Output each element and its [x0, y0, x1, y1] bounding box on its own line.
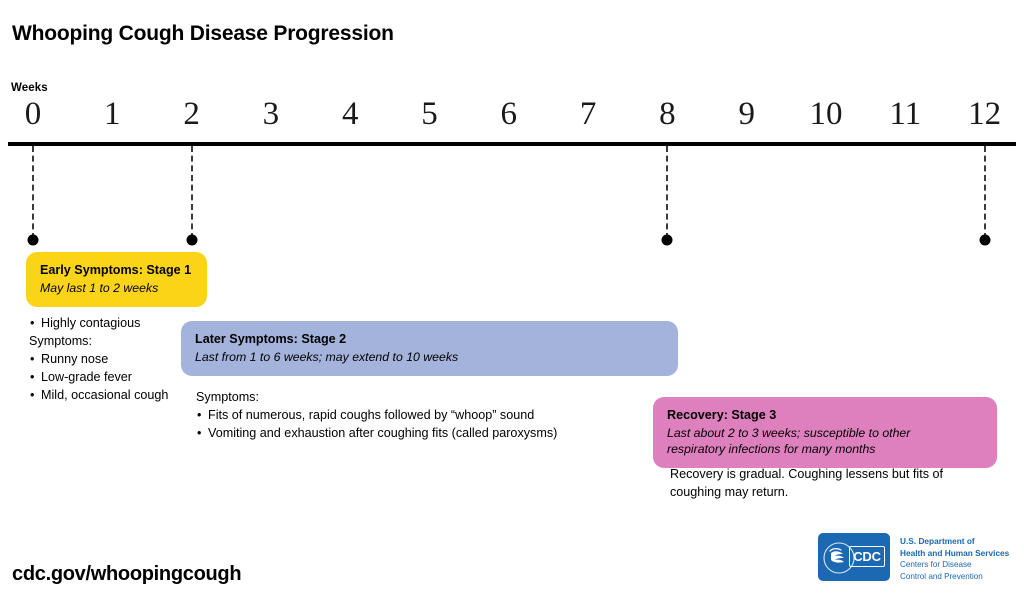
- axis-tick-5: 5: [421, 96, 438, 132]
- stage-1-heading: Early Symptoms: Stage 1: [40, 263, 192, 277]
- stage-3-heading: Recovery: Stage 3: [667, 408, 777, 422]
- stage-1-line-5: Mild, occasional cough: [29, 387, 204, 405]
- stage-3-line-2: coughing may return.: [670, 484, 789, 499]
- marker-week-8: [661, 234, 673, 246]
- stage-1-line-4: Low-grade fever: [29, 369, 204, 387]
- stage-2-duration: Last from 1 to 6 weeks; may extend to 10…: [195, 350, 459, 364]
- agency-line-2: Health and Human Services: [900, 547, 1010, 558]
- axis-tick-12: 12: [968, 96, 1002, 132]
- stage-1-line-3: Runny nose: [29, 351, 204, 369]
- stage-1-duration: May last 1 to 2 weeks: [40, 281, 159, 295]
- timeline-axis: [8, 142, 1016, 146]
- leader-line-week-12: [983, 146, 986, 239]
- axis-tick-6: 6: [500, 96, 518, 132]
- hhs-bird-icon: [823, 542, 855, 574]
- stage-3-details: Recovery is gradual. Coughing lessens bu…: [670, 466, 1000, 502]
- stage-2-line-1: Symptoms:: [196, 390, 259, 404]
- leader-line-week-8: [666, 146, 669, 239]
- agency-line-1: U.S. Department of: [900, 536, 975, 546]
- agency-line-4: Control and Prevention: [900, 571, 983, 581]
- hhs-seal-icon: CDC: [818, 533, 890, 581]
- stage-1-line-1: Highly contagious: [29, 315, 204, 333]
- stage-2-line-3: Vomiting and exhaustion after coughing f…: [196, 425, 666, 443]
- axis-tick-1: 1: [104, 96, 121, 132]
- leader-line-week-2: [190, 146, 193, 239]
- stage-2-details: Symptoms: Fits of numerous, rapid coughs …: [196, 389, 666, 443]
- footer-url[interactable]: cdc.gov/whoopingcough: [12, 563, 242, 585]
- cdc-wordmark: CDC: [849, 546, 885, 567]
- stage-2-line-2: Fits of numerous, rapid coughs followed …: [196, 407, 666, 425]
- leader-line-week-0: [32, 146, 34, 239]
- stage-2-heading: Later Symptoms: Stage 2: [195, 332, 347, 346]
- stage-3-box: Recovery: Stage 3 Last about 2 to 3 week…: [653, 397, 997, 469]
- axis-tick-10: 10: [809, 96, 843, 132]
- axis-tick-4: 4: [341, 96, 359, 132]
- axis-tick-0: 0: [24, 96, 42, 132]
- stage-3-line-1: Recovery is gradual. Coughing lessens bu…: [670, 467, 944, 481]
- stage-1-line-2: Symptoms:: [29, 333, 92, 348]
- axis-label-weeks: Weeks: [11, 82, 48, 94]
- axis-tick-11: 11: [889, 96, 922, 132]
- axis-tick-7: 7: [579, 96, 597, 132]
- axis-tick-9: 9: [738, 96, 755, 132]
- stage-2-box: Later Symptoms: Stage 2 Last from 1 to 6…: [181, 321, 678, 377]
- cdc-logo: CDC U.S. Department of Health and Human …: [818, 533, 1018, 589]
- axis-tick-8: 8: [659, 96, 676, 132]
- stage-1-box: Early Symptoms: Stage 1 May last 1 to 2 …: [26, 252, 207, 308]
- stage-3-duration-line-1: Last about 2 to 3 weeks; susceptible to …: [667, 426, 911, 440]
- axis-tick-3: 3: [262, 96, 280, 132]
- page-title: Whooping Cough Disease Progression: [12, 22, 394, 45]
- marker-week-2: [186, 234, 198, 246]
- agency-line-3: Centers for Disease: [900, 560, 972, 570]
- marker-week-12: [979, 234, 991, 246]
- axis-tick-2: 2: [183, 96, 200, 132]
- marker-week-0: [27, 234, 39, 246]
- stage-3-duration-line-2: respiratory infections for many months: [667, 442, 876, 457]
- cdc-agency-text: U.S. Department of Health and Human Serv…: [900, 536, 1018, 583]
